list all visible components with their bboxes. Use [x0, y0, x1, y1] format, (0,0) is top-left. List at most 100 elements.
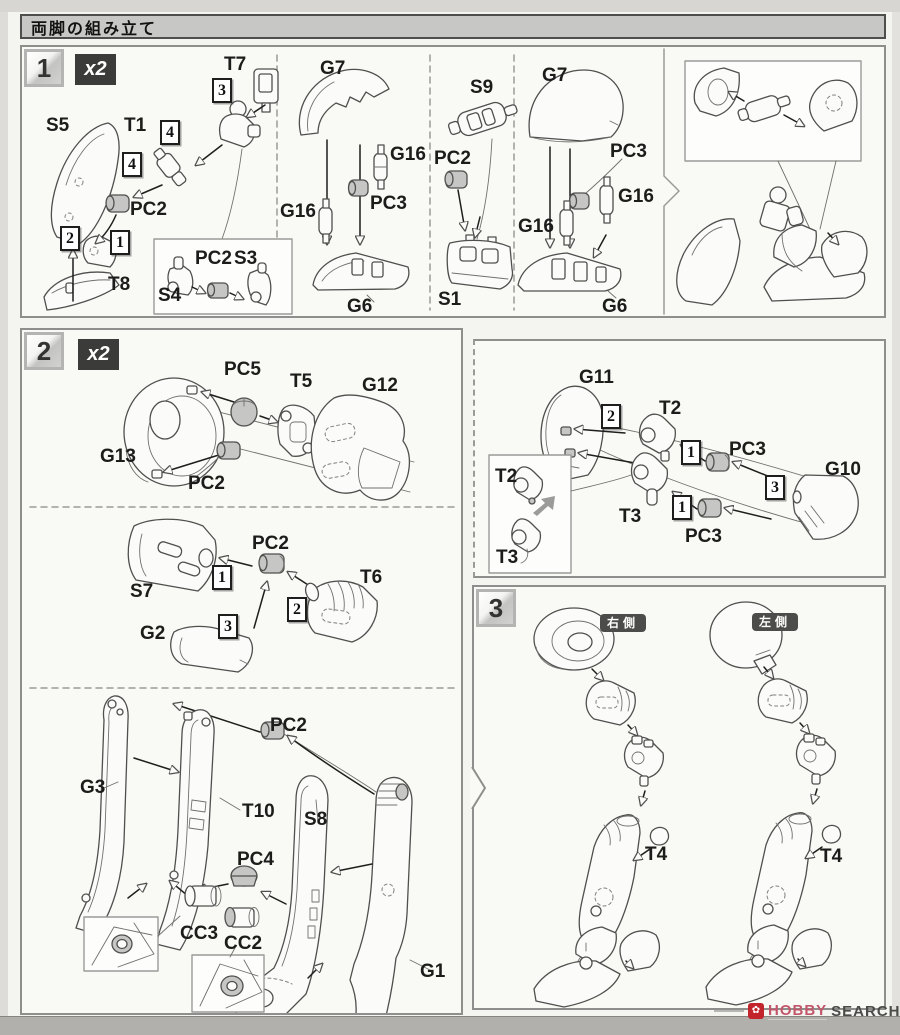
part-label-pc2: PC2 — [188, 473, 225, 494]
step-number: 3 — [476, 589, 516, 627]
illus-assembled-foot — [763, 224, 868, 302]
illus-row2-pc2 — [258, 553, 285, 574]
quantity-badge: x2 — [75, 54, 116, 85]
part-label-t3: T3 — [619, 506, 642, 527]
illus-t7-part — [253, 68, 279, 113]
illus-sec4-g16-right — [599, 176, 614, 224]
part-label-t4-left: T4 — [820, 846, 843, 867]
illus-t1-connector — [153, 147, 187, 187]
scan-right-margin — [892, 12, 900, 1016]
illus-result-connector — [737, 95, 791, 123]
right-side-badge: 右側 — [600, 614, 647, 632]
part-label-t5: T5 — [290, 371, 313, 392]
illus-t10-frame — [155, 709, 215, 951]
illus-right-hip-disc — [533, 607, 615, 671]
left-side-badge: 左側 — [752, 613, 799, 631]
illus-pc5-cap — [230, 397, 258, 427]
illus-g13-hub — [123, 377, 225, 487]
step1-illustration — [43, 48, 868, 315]
illus-s3-part — [247, 262, 272, 306]
part-label-pc2b: PC2 — [252, 533, 289, 554]
panel-step-2: 2 x2 PC5 T5 G12 G13 PC2 PC2 S7 G2 T6 1 3… — [20, 328, 463, 1015]
part-label-g13: G13 — [100, 446, 136, 467]
part-label-t2: T2 — [659, 398, 682, 419]
part-label-pc4: PC4 — [237, 849, 274, 870]
scan-left-margin — [0, 12, 8, 1016]
part-label-t6: T6 — [360, 567, 383, 588]
part-label-pc3a: PC3 — [729, 439, 766, 460]
illus-inset-cc3-detail — [91, 922, 155, 968]
illus-inset-t3 — [511, 518, 542, 564]
illus-g2-cover — [170, 625, 253, 673]
illus-pc3-lower — [697, 498, 722, 518]
quantity-badge: x2 — [78, 339, 119, 370]
illus-s4-part — [167, 256, 194, 296]
part-label-g16r: G16 — [390, 144, 426, 165]
gray-pointer-arrow — [533, 496, 555, 516]
illus-sec4-pc3 — [568, 192, 590, 210]
illus-g7-crescent — [298, 68, 390, 136]
order-box-1: 1 — [110, 230, 130, 255]
illus-s5-shin-armor — [50, 122, 120, 245]
illus-g7-dome — [528, 69, 624, 143]
part-label-g16l: G16 — [280, 201, 316, 222]
illus-g16-left — [318, 198, 333, 244]
part-label-pc2c: PC2 — [270, 715, 307, 736]
part-label-s9: S9 — [470, 77, 494, 98]
illus-s1-part — [446, 234, 514, 290]
order-box-2: 2 — [287, 597, 307, 622]
illus-t2-claw — [638, 413, 677, 462]
part-label-t7: T7 — [224, 54, 247, 75]
part-label-pc3: PC3 — [370, 193, 407, 214]
part-label-pc2: PC2 — [130, 199, 167, 220]
order-box-3: 3 — [765, 475, 785, 500]
part-label-g6b: G6 — [602, 296, 628, 317]
illus-s9-assembly — [447, 101, 518, 137]
panel-step-1: 1 x2 T7 S5 T1 PC2 T8 3 4 4 2 1 PC2 S3 S4… — [20, 45, 886, 318]
illus-row3-pc2 — [260, 721, 285, 740]
illus-pc3-upper — [705, 452, 730, 472]
step-number: 1 — [24, 49, 64, 87]
section-title-bar: 両脚の組み立て — [20, 14, 886, 39]
order-box-4: 4 — [160, 120, 180, 145]
scan-bottom-band — [0, 1016, 900, 1035]
illus-result-left-dome — [693, 67, 740, 117]
flow-chevron-into-step3 — [470, 766, 486, 810]
illus-inset-cc2-detail — [199, 959, 263, 1009]
order-box-4b: 4 — [122, 152, 142, 177]
part-label-g6: G6 — [347, 296, 373, 317]
order-box-1: 1 — [212, 565, 232, 590]
part-label-g2: G2 — [140, 623, 166, 644]
illus-left-leg-chain — [706, 679, 841, 1005]
part-label-g7b: G7 — [542, 65, 568, 86]
watermark-search-text: SEARCH — [831, 1002, 900, 1020]
illus-g6-sole — [312, 252, 410, 303]
order-box-2: 2 — [601, 404, 621, 429]
illus-cc3-cylinder — [184, 885, 222, 907]
hobby-search-logo-icon: ✿ — [748, 1003, 764, 1019]
illus-g10-armor — [792, 474, 859, 540]
part-label-s8: S8 — [304, 809, 328, 830]
part-label-g11: G11 — [579, 367, 614, 388]
inset-label-pc2: PC2 — [195, 248, 232, 269]
part-label-s7: S7 — [130, 581, 154, 602]
watermark-rule-line — [714, 1010, 744, 1012]
part-label-t10: T10 — [242, 801, 275, 822]
illus-g3-frame — [75, 695, 129, 935]
step2-illustration — [29, 377, 456, 1013]
illus-g16-right — [373, 144, 388, 190]
part-label-g16d: G16 — [518, 216, 554, 237]
inset-label-s3: S3 — [234, 248, 258, 269]
part-label-pc3b: PC3 — [610, 141, 647, 162]
illus-g1-panel — [349, 776, 413, 1013]
flow-chevron-divider — [663, 48, 680, 315]
watermark: ✿ HOBBY SEARCH — [714, 1001, 900, 1021]
illus-inset-t2 — [513, 466, 544, 505]
illus-inset-pc2 — [206, 282, 229, 299]
illus-sec4-g16-left — [559, 200, 574, 246]
part-label-t8: T8 — [108, 274, 131, 295]
illus-t5-bracket — [277, 404, 317, 457]
section-title: 両脚の組み立て — [31, 20, 158, 38]
part-label-t1: T1 — [124, 115, 147, 136]
order-box-3: 3 — [218, 614, 238, 639]
